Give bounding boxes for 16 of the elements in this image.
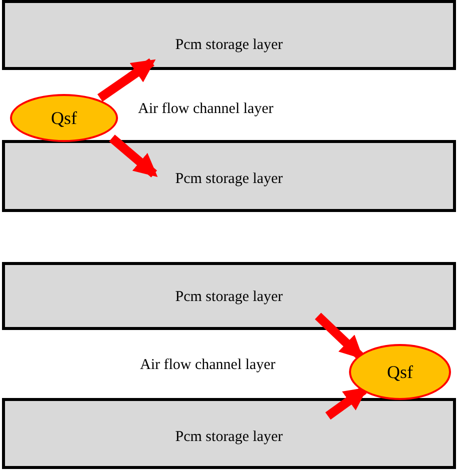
layer-label: Pcm storage layer bbox=[174, 37, 284, 54]
flux-label: Qsf bbox=[51, 108, 77, 128]
flux-label: Qsf bbox=[387, 362, 413, 382]
storage-layer-box bbox=[2, 140, 456, 212]
arrow bbox=[97, 58, 156, 102]
channel-label: Air flow channel layer bbox=[138, 101, 274, 118]
channel-label: Air flow channel layer bbox=[140, 357, 276, 374]
arrow bbox=[109, 134, 158, 178]
layer-label: Pcm storage layer bbox=[174, 289, 284, 306]
storage-layer-box bbox=[2, 0, 456, 70]
arrow bbox=[325, 386, 368, 420]
arrow bbox=[314, 312, 364, 360]
layer-label: Pcm storage layer bbox=[174, 429, 284, 446]
layer-label: Pcm storage layer bbox=[174, 171, 284, 188]
storage-layer-box bbox=[2, 262, 456, 330]
storage-layer-box bbox=[2, 398, 456, 469]
